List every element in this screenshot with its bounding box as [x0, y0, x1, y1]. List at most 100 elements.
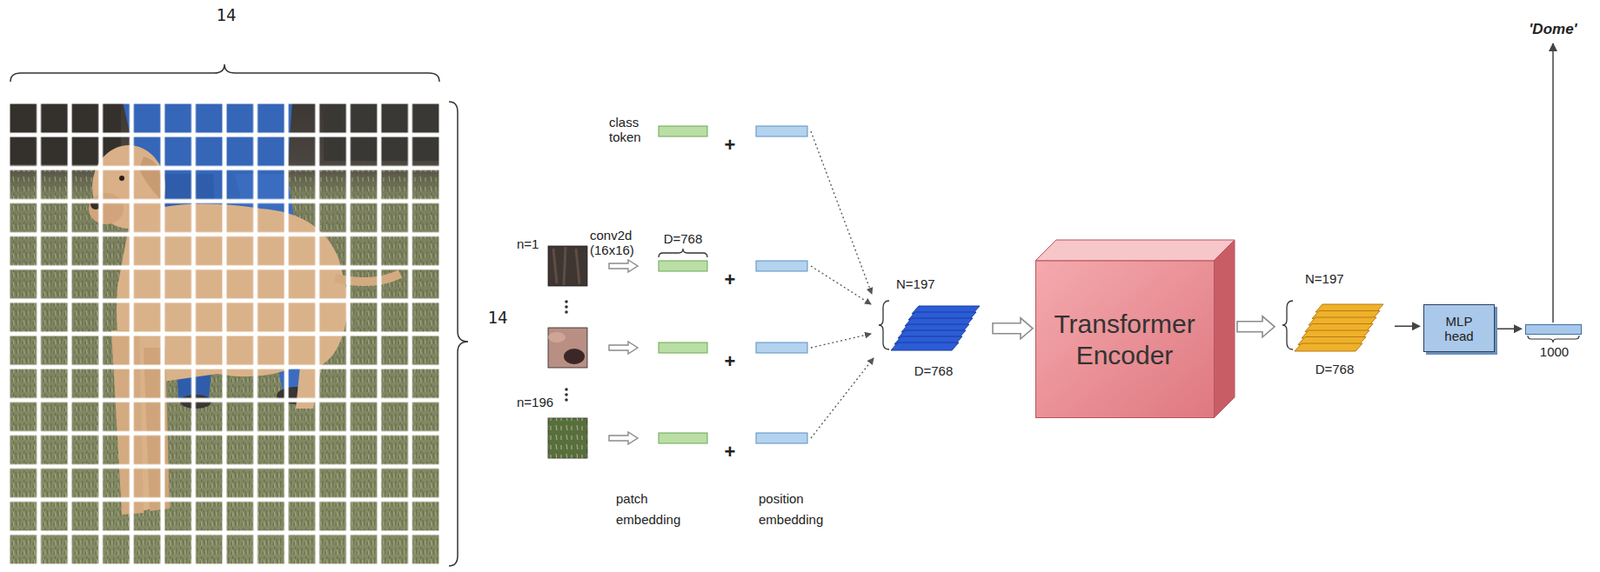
plus-sign: +: [721, 133, 739, 157]
plus-sign: +: [721, 268, 739, 292]
patch-grid: [7, 101, 442, 567]
patch-thumbnail: [548, 328, 588, 369]
dotted-arrow: [810, 131, 872, 295]
embedding-dim: D=768: [876, 363, 991, 380]
patch-embedding-bar: [658, 433, 708, 444]
token-plate: [890, 342, 959, 351]
prediction-label: 'Dome': [1509, 20, 1597, 39]
stack-brace: [878, 301, 890, 350]
image-ground: [7, 101, 442, 567]
label-holder: n=196: [516, 394, 561, 411]
prediction-arrow: [1552, 43, 1554, 323]
connector: [1497, 324, 1523, 334]
label-holder: 'Dome': [1509, 20, 1597, 39]
hollow-arrow: [609, 260, 638, 273]
ellipsis-dot: [564, 393, 569, 397]
column-caption: position embedding: [758, 488, 839, 531]
embedded-patch-stack: N=197D=768: [876, 276, 991, 380]
arrow-line: [1497, 328, 1515, 330]
column-caption: patch embedding: [615, 488, 690, 531]
patch-texture: [548, 418, 588, 459]
class-token-bar: [658, 126, 708, 137]
ellipsis-dot: [564, 398, 569, 402]
encoder-top-face: [1035, 240, 1235, 262]
ellipsis-dot: [564, 310, 569, 315]
encoder-front-face: [1036, 261, 1215, 419]
patch-texture: [553, 247, 580, 286]
arrow-head: [1513, 324, 1523, 334]
encoder-title: Transformer Encoder: [1044, 308, 1206, 372]
patch-embedding-bar: [658, 261, 708, 272]
dotted-arrow: [810, 266, 871, 305]
label-holder: +: [721, 268, 739, 292]
class-score-vector: 1000: [1525, 324, 1582, 335]
token-plate: [1294, 343, 1363, 352]
hollow-arrow: [609, 432, 638, 445]
plus-sign: +: [721, 441, 739, 464]
dotted-arrow: [810, 358, 874, 439]
plus-sign: +: [721, 350, 739, 374]
grid-count: 14: [210, 5, 242, 26]
label-holder: D=768: [654, 231, 712, 248]
position-embedding-bar: [756, 126, 808, 137]
stack-brace: [1282, 301, 1293, 350]
arrow-line: [1394, 325, 1413, 328]
token-stack: [1294, 304, 1384, 352]
ellipsis-dot: [564, 300, 569, 304]
label-holder: 14: [482, 307, 514, 329]
label-holder: class token: [609, 114, 655, 145]
vector-caption-holder: 1000: [1508, 344, 1600, 361]
label-holder: conv2d (16x16): [589, 227, 644, 258]
token-stack: [890, 306, 980, 351]
token-count: N=197: [1277, 271, 1393, 288]
connector: [1394, 321, 1421, 331]
token-count: N=197: [876, 276, 991, 293]
transformer-encoder-box: Transformer Encoder: [1035, 240, 1235, 419]
connector: [1237, 316, 1275, 338]
height-brace: [448, 101, 469, 567]
patch-texture: [563, 348, 585, 365]
mlp-head-box: MLP head: [1423, 304, 1495, 353]
conv-label: conv2d (16x16): [589, 227, 644, 258]
encoded-patch-stack: N=197D=768: [1277, 271, 1393, 378]
patch-embedding-bar: [658, 342, 708, 354]
dimension-label: D=768: [654, 231, 712, 248]
patch-index: n=196: [516, 394, 561, 411]
ellipsis-dot: [564, 388, 569, 392]
patch-thumbnail: [548, 418, 588, 459]
width-brace: [10, 64, 440, 82]
label-holder: +: [721, 441, 739, 464]
arrow-head: [1412, 321, 1421, 331]
position-embedding-bar: [756, 342, 808, 354]
embedding-dim: D=768: [1277, 361, 1393, 378]
hollow-arrow: [609, 341, 638, 355]
output-brace: [1527, 335, 1580, 343]
ellipsis-dot: [564, 305, 569, 309]
input-image: [7, 101, 442, 567]
hollow-arrow: [992, 318, 1033, 340]
patch-index: n=1: [516, 236, 552, 253]
dimension-brace: [658, 248, 708, 258]
connector: [992, 318, 1033, 340]
patch-texture: [548, 332, 566, 343]
token-label: class token: [609, 114, 655, 145]
label-holder: 14: [210, 5, 242, 26]
patch-thumbnail: [548, 246, 588, 287]
position-embedding-bar: [756, 261, 808, 272]
position-embedding-bar: [756, 433, 808, 444]
mlp-title: MLP head: [1439, 314, 1479, 344]
grid-count: 14: [482, 307, 514, 329]
label-holder: patch embedding: [615, 488, 690, 531]
label-holder: position embedding: [758, 488, 839, 531]
label-holder: +: [721, 133, 739, 157]
label-holder: +: [721, 350, 739, 374]
encoder-face: Transformer Encoder: [1035, 261, 1214, 419]
vector-size: 1000: [1508, 344, 1600, 361]
hollow-arrow: [1237, 316, 1275, 338]
encoder-side-face: [1213, 240, 1235, 419]
dotted-arrow: [810, 334, 871, 349]
label-holder: n=1: [516, 236, 552, 253]
